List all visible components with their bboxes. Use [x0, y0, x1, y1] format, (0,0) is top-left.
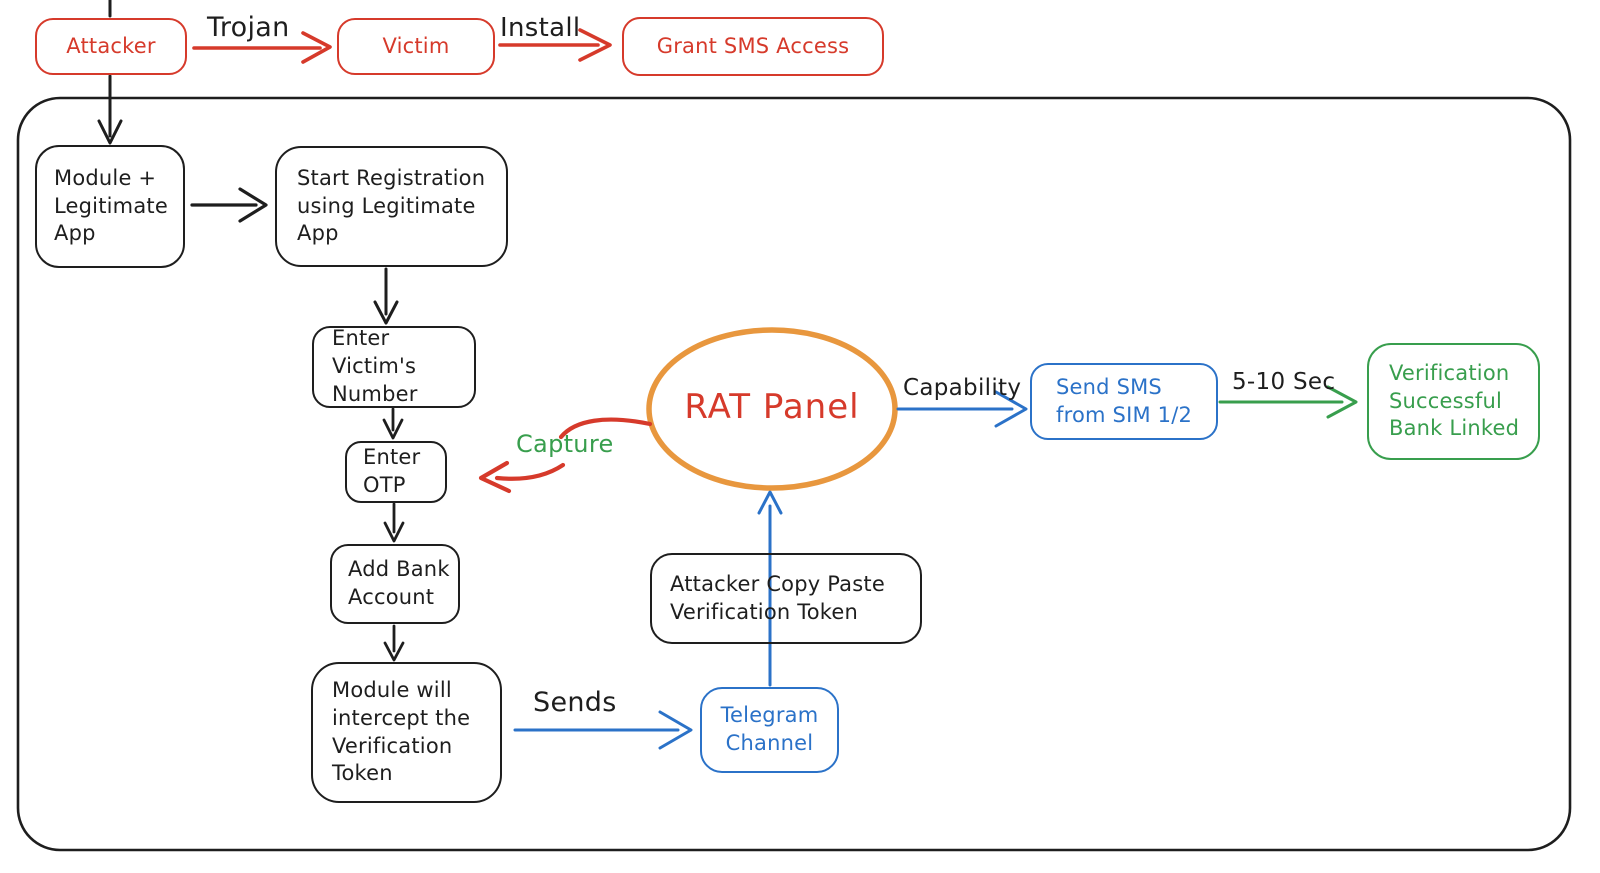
sends-arrow-label: Sends [533, 687, 617, 718]
rat-panel-label: RAT Panel [684, 387, 860, 427]
trojan-arrow [192, 31, 332, 64]
capability-arrow [896, 390, 1028, 428]
rat-panel-ellipse [646, 327, 898, 491]
bank-to-intercept-arrow [383, 624, 405, 662]
module-legitimate-app-node: Module + Legitimate App [35, 145, 185, 268]
registration-to-number-arrow [373, 267, 399, 325]
grant-sms-access-node: Grant SMS Access [622, 17, 884, 76]
enter-victim-number-node: Enter Victim's Number [312, 326, 476, 408]
telegram-to-rat-arrow [757, 490, 783, 687]
sends-arrow [513, 710, 693, 750]
capture-arrow-label: Capture [516, 430, 614, 458]
interval-arrow-label: 5-10 Sec [1232, 369, 1336, 395]
interval-arrow [1218, 385, 1358, 419]
capability-arrow-label: Capability [903, 375, 1022, 401]
trojan-arrow-label: Trojan [207, 12, 290, 43]
module-to-registration-arrow [190, 187, 268, 223]
intercept-token-node: Module will intercept the Verification T… [311, 662, 502, 803]
install-arrow [498, 28, 612, 62]
install-arrow-label: Install [500, 13, 581, 43]
main-container-frame [16, 96, 1572, 852]
send-sms-node: Send SMS from SIM 1/2 [1030, 363, 1218, 440]
number-to-otp-arrow [382, 407, 404, 440]
verification-successful-node: Verification Successful Bank Linked [1367, 343, 1540, 460]
attacker-to-module-arrow [97, 0, 123, 145]
capture-arrow [478, 417, 653, 494]
attacker-node: Attacker [35, 18, 187, 75]
victim-node: Victim [337, 18, 495, 75]
add-bank-account-node: Add Bank Account [330, 544, 460, 624]
enter-otp-node: Enter OTP [345, 441, 447, 503]
telegram-channel-node: Telegram Channel [700, 687, 839, 773]
start-registration-node: Start Registration using Legitimate App [275, 146, 508, 267]
copy-paste-token-node: Attacker Copy Paste Verification Token [650, 553, 922, 644]
otp-to-bank-arrow [383, 502, 405, 543]
